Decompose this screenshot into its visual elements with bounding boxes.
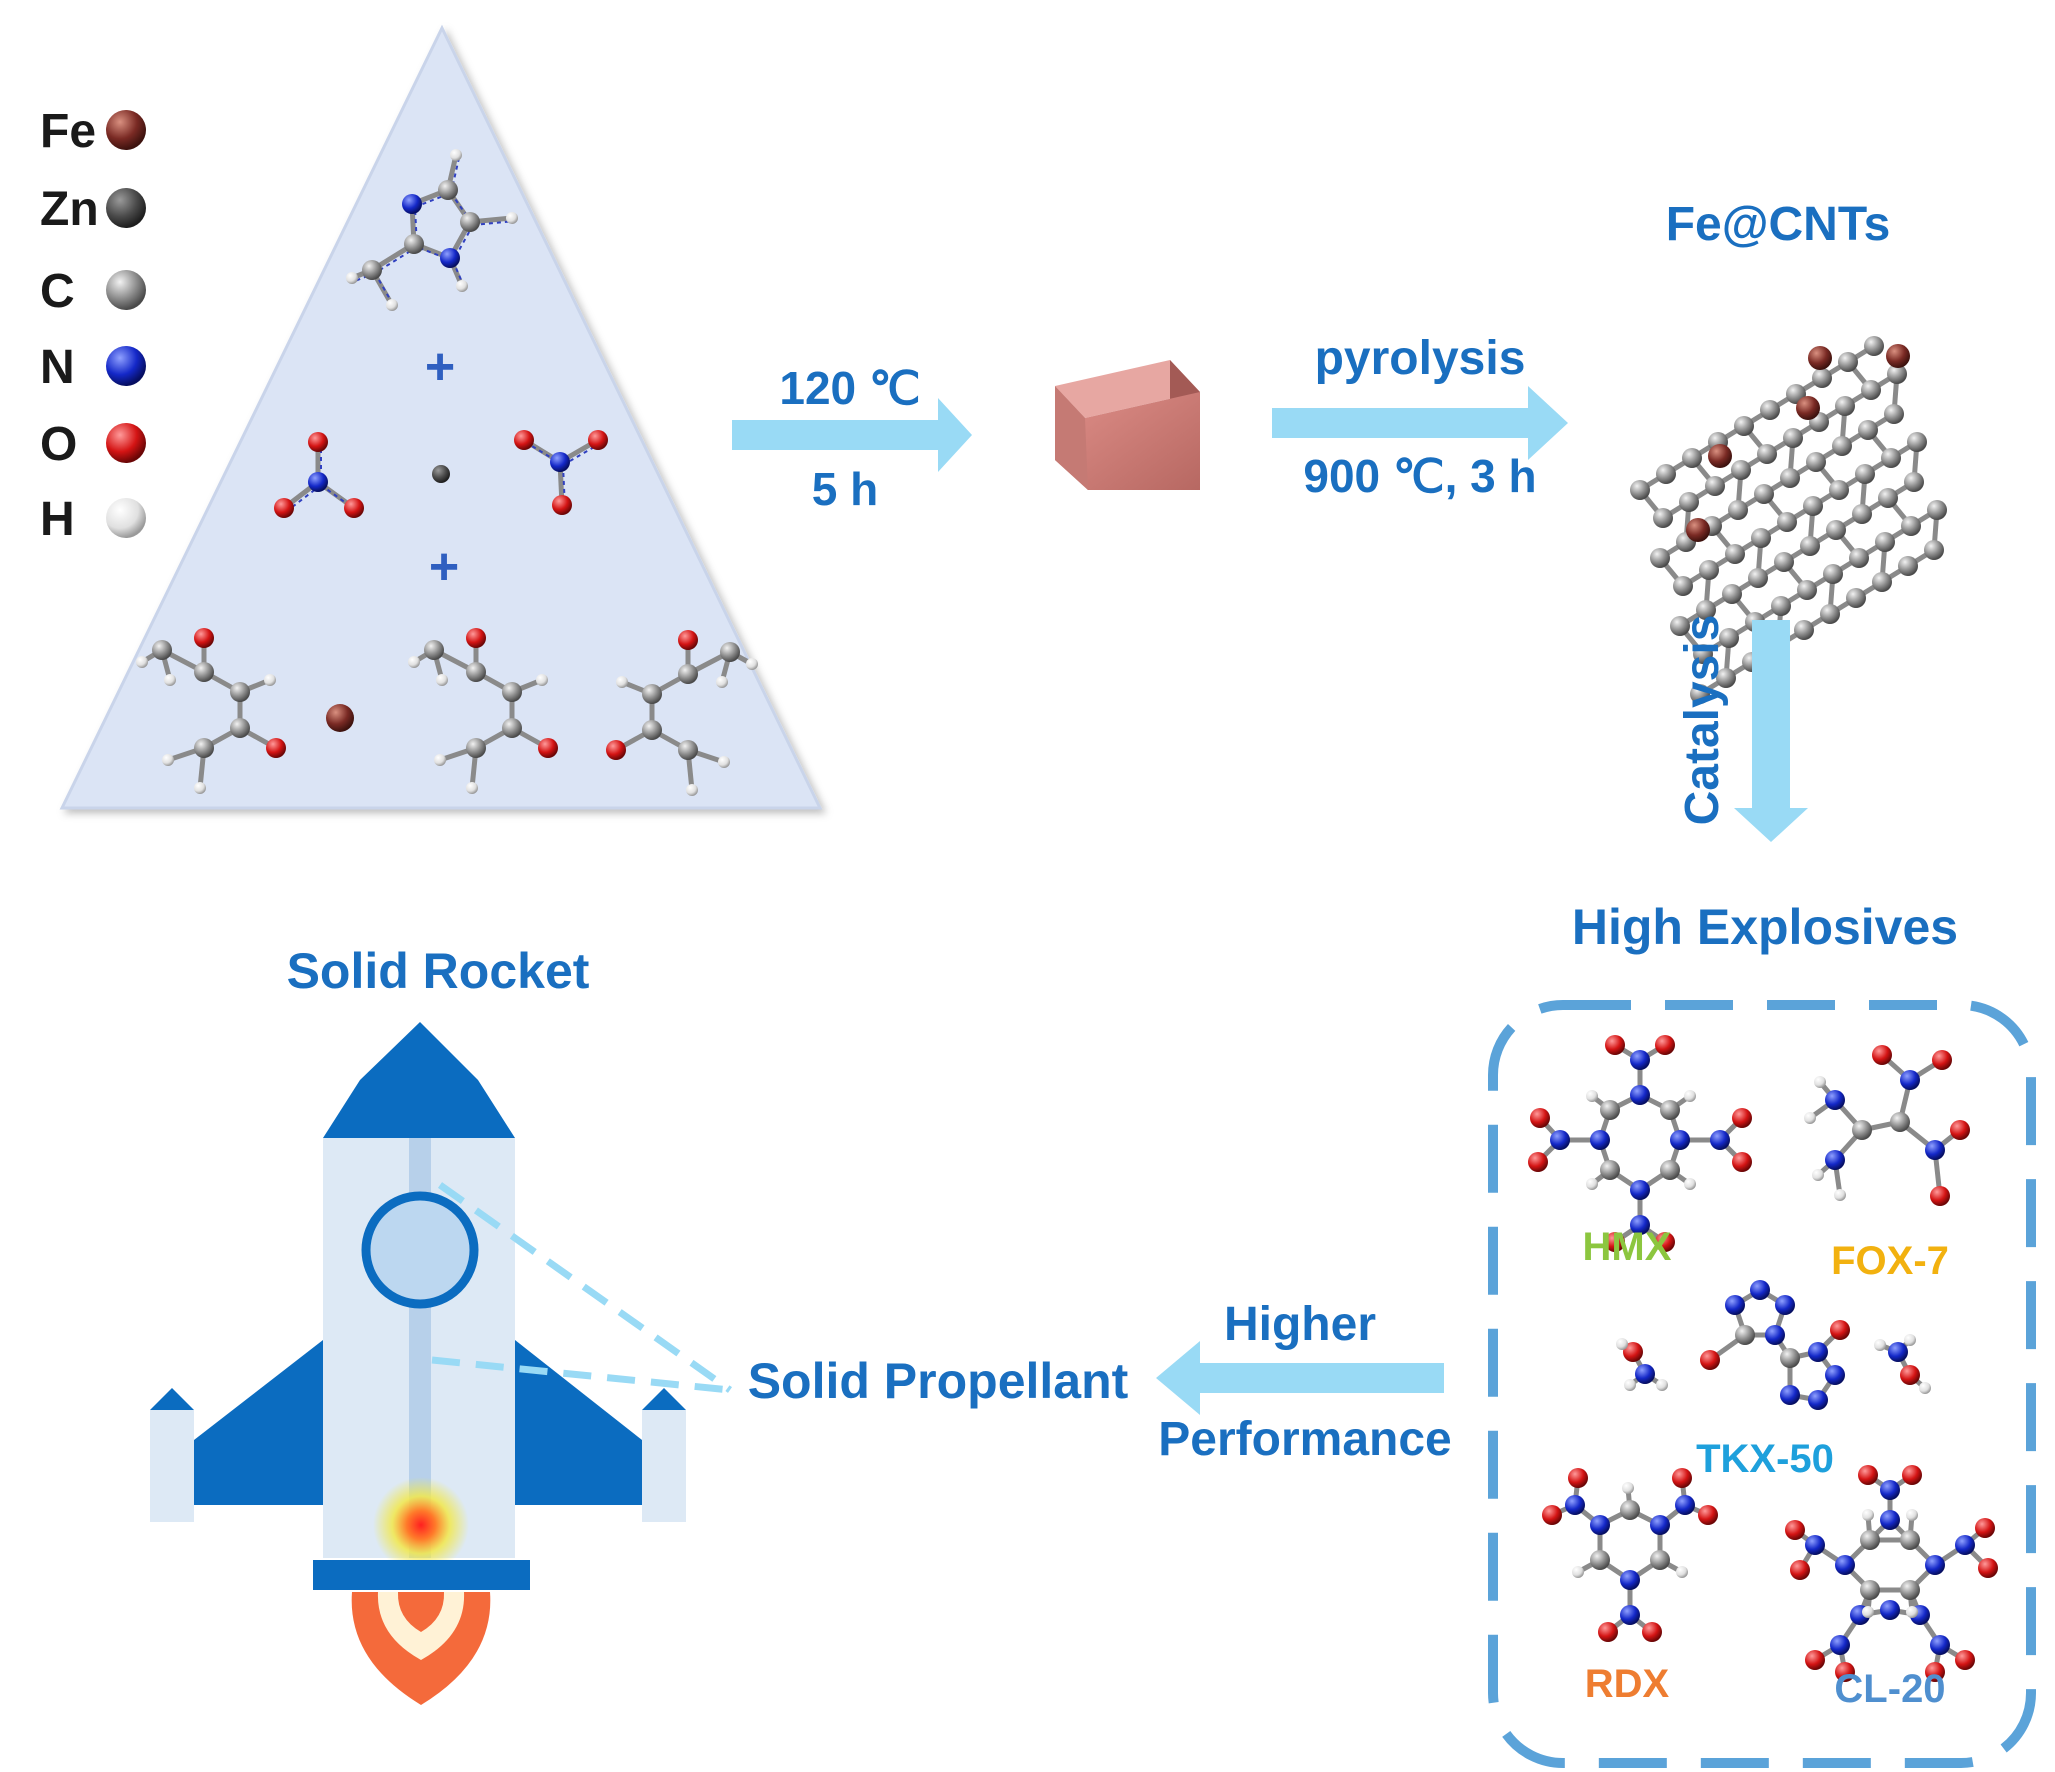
propellant-label: Solid Propellant (748, 1353, 1129, 1409)
plus-sign-1: + (425, 338, 455, 396)
rocket-icon (150, 1022, 686, 1705)
arrow-catalysis (1734, 620, 1808, 842)
nitrate-left-molecule (274, 432, 364, 518)
precursor-molecules (136, 149, 758, 796)
step2-label-bottom: 900 ℃, 3 h (1303, 450, 1536, 502)
encapsulated-fe-1 (1808, 346, 1832, 370)
fox7-molecule (1804, 1045, 1970, 1206)
arrow-step2 (1272, 386, 1568, 460)
acac-molecule-3 (606, 630, 758, 796)
methylimidazole-molecule (346, 149, 518, 311)
legend-label-n: N (40, 341, 75, 394)
nanotube-lattice (1630, 336, 1947, 704)
legend-atom-o (106, 423, 146, 463)
legend-atom-n (106, 346, 146, 386)
legend-atom-fe (106, 110, 146, 150)
legend-label-zn: Zn (40, 183, 99, 236)
explosive-molecules (1528, 1035, 1998, 1682)
legend-label-fe: Fe (40, 105, 96, 158)
cl20-molecule (1785, 1465, 1998, 1682)
step2-label-top: pyrolysis (1315, 332, 1526, 385)
step4-label-bottom: Performance (1158, 1413, 1451, 1466)
iron-ion (326, 704, 354, 732)
rocket-title: Solid Rocket (287, 943, 590, 999)
acac-molecule-2 (408, 628, 558, 794)
arrow-step1 (732, 398, 972, 472)
rdx-molecule (1542, 1468, 1718, 1642)
explosive-label-fox7: FOX-7 (1831, 1239, 1949, 1283)
nitrate-right-molecule (514, 430, 608, 515)
explosive-label-cl20: CL-20 (1834, 1667, 1945, 1711)
explosive-label-hmx: HMX (1583, 1225, 1672, 1269)
arrow-performance (1156, 1341, 1444, 1415)
precursor-triangle (59, 24, 823, 810)
explosive-label-tkx50: TKX-50 (1696, 1437, 1834, 1481)
legend-atom-h (106, 498, 146, 538)
encapsulated-fe-2 (1886, 344, 1910, 368)
zinc-ion (432, 465, 450, 483)
zif-cube-icon (1055, 360, 1200, 490)
hydroxylammonium-left (1616, 1338, 1668, 1391)
step1-time: 5 h (812, 463, 878, 515)
encapsulated-fe-4 (1708, 444, 1732, 468)
step3-label: Catalysis (1676, 615, 1729, 826)
step4-label-top: Higher (1224, 1298, 1376, 1351)
zoom-line-top (437, 1182, 733, 1393)
tkx50-anion (1700, 1280, 1850, 1410)
zoom-line-bottom (431, 1356, 731, 1394)
legend-label-o: O (40, 418, 77, 471)
legend-atom-zn (106, 188, 146, 228)
plus-sign-2: + (429, 538, 459, 596)
hydroxylammonium-right (1874, 1334, 1931, 1394)
explosive-label-rdx: RDX (1585, 1662, 1670, 1706)
encapsulated-fe-5 (1686, 518, 1710, 542)
acac-molecule-1 (136, 628, 286, 794)
product-title: Fe@CNTs (1666, 198, 1891, 251)
explosives-title: High Explosives (1572, 899, 1958, 955)
legend-atom-c (106, 270, 146, 310)
legend-label-c: C (40, 265, 75, 318)
explosives-box (1488, 1000, 2036, 1768)
encapsulated-fe-3 (1796, 396, 1820, 420)
step1-temperature: 120 ℃ (779, 362, 920, 414)
hmx-molecule (1528, 1035, 1752, 1252)
legend-label-h: H (40, 493, 75, 546)
carbon-nanotube-icon (1630, 336, 1947, 704)
